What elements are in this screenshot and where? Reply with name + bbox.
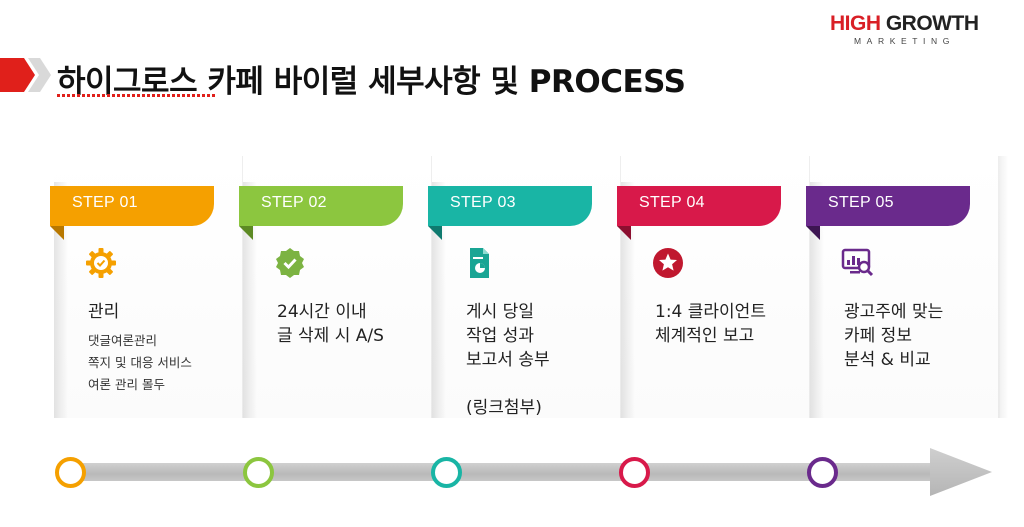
step-banner: STEP 04 [617, 186, 781, 226]
step-text: 광고주에 맞는 카페 정보 분석 & 비교 [844, 302, 944, 370]
logo-word-high: HIGH [830, 12, 881, 35]
banner-fold [806, 226, 820, 240]
step-card-2: STEP 02 24시간 이내 글 삭제 시 A/S [239, 156, 441, 418]
step-card-4: STEP 04 1:4 클라이언트 체계적인 보고 [617, 156, 819, 418]
report-document-icon [470, 248, 489, 278]
step-banner: STEP 05 [806, 186, 970, 226]
timeline-dot-5 [807, 457, 838, 488]
step-text: 24시간 이내 글 삭제 시 A/S [277, 302, 384, 346]
analytics-monitor-icon [841, 248, 874, 277]
header-arrow-accent [0, 58, 51, 92]
step-text: 게시 당일 작업 성과 보고서 송부 (링크첨부) [466, 302, 550, 418]
step-text: 1:4 클라이언트 체계적인 보고 [655, 302, 766, 346]
banner-fold [428, 226, 442, 240]
timeline-dot-4 [619, 457, 650, 488]
timeline-arrow-head [930, 448, 992, 496]
logo-tagline: MARKETING [854, 36, 955, 46]
timeline-dot-2 [243, 457, 274, 488]
step-subtext: 댓글여론관리 쪽지 및 대응 서비스 여론 관리 몰두 [88, 333, 192, 392]
step-banner: STEP 03 [428, 186, 592, 226]
timeline-dot-1 [55, 457, 86, 488]
step-card-5: STEP 05 광고주에 맞는 카페 정보 분석 & 비교 [806, 156, 1008, 418]
banner-fold [617, 226, 631, 240]
step-banner: STEP 01 [50, 186, 214, 226]
spellcheck-underline [57, 94, 217, 97]
banner-fold [239, 226, 253, 240]
logo-word-growth: GROWTH [880, 12, 979, 35]
star-circle-icon [653, 248, 683, 278]
step-text: 관리 [88, 302, 120, 322]
step-card-1: STEP 01 관리 댓글여론관리 쪽지 및 대응 서비스 여론 관리 몰두 [50, 156, 252, 418]
step-card-3: STEP 03 게시 당일 작업 성과 보고서 송부 (링크첨부) [428, 156, 630, 418]
banner-fold [50, 226, 64, 240]
timeline-bar [62, 463, 950, 481]
step-banner: STEP 02 [239, 186, 403, 226]
brand-logo: HIGH GROWTH MARKETING [830, 12, 990, 48]
badge-check-icon [276, 248, 304, 278]
gear-check-icon [86, 248, 116, 278]
timeline-dot-3 [431, 457, 462, 488]
